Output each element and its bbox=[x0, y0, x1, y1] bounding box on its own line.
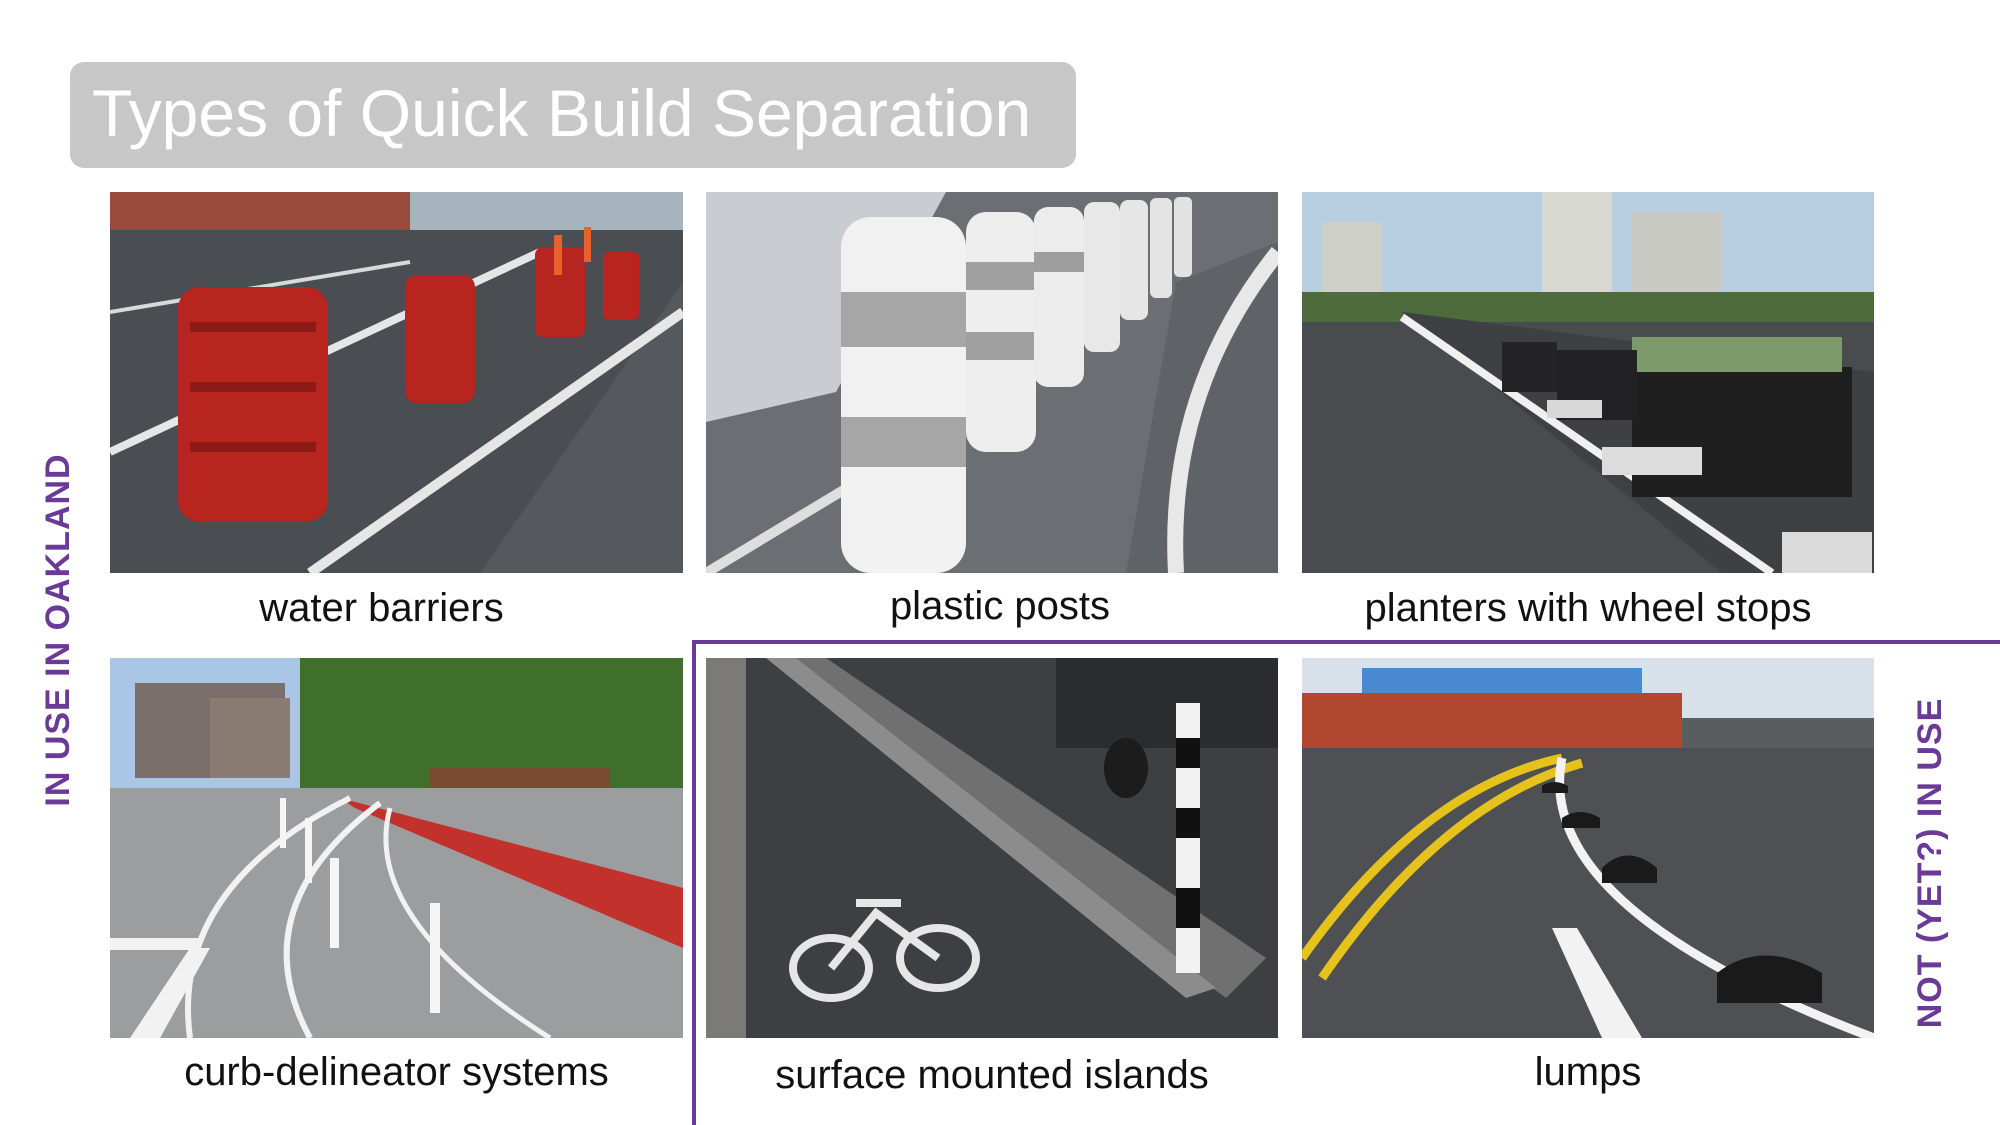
caption-lumps: lumps bbox=[1534, 1050, 1642, 1094]
caption-water-barriers: water barriers bbox=[259, 586, 504, 630]
divider-left-line bbox=[692, 640, 696, 1125]
curb-delineator-photo bbox=[110, 658, 683, 1038]
lumps-photo bbox=[1302, 658, 1874, 1038]
caption-curb-delineator: curb-delineator systems bbox=[184, 1050, 609, 1094]
water-barriers-photo bbox=[110, 192, 683, 573]
caption-plastic-posts: plastic posts bbox=[889, 584, 1111, 628]
not-in-use-label: NOT (YET?) IN USE bbox=[1911, 697, 1949, 1029]
caption-surface-islands: surface mounted islands bbox=[775, 1053, 1209, 1097]
divider-top-line bbox=[692, 640, 2000, 644]
caption-planters: planters with wheel stops bbox=[1364, 586, 1812, 630]
planters-photo bbox=[1302, 192, 1874, 573]
in-use-label: IN USE IN OAKLAND bbox=[39, 453, 77, 807]
surface-islands-photo bbox=[706, 658, 1278, 1038]
title-banner: Types of Quick Build Separation bbox=[70, 62, 1076, 168]
page-title: Types of Quick Build Separation bbox=[92, 76, 1032, 150]
plastic-posts-photo bbox=[706, 192, 1278, 573]
